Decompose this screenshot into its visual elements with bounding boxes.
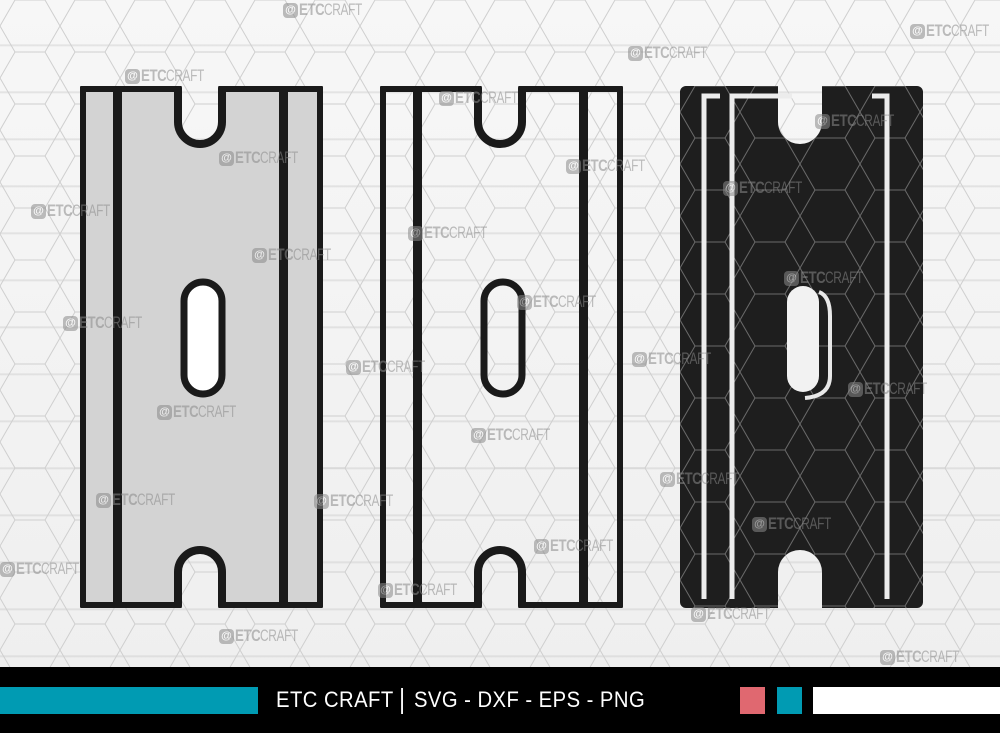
teal-accent-bar [0, 687, 258, 714]
teal-color-swatch [777, 687, 802, 714]
razor-blade-gray [80, 86, 323, 608]
brand-name: ETC CRAFT [276, 687, 394, 712]
razor-blade-black [680, 86, 923, 608]
file-formats: SVG - DXF - EPS - PNG [413, 687, 646, 712]
divider [401, 688, 403, 715]
footer-banner: ETC CRAFT SVG - DXF - EPS - PNG [0, 667, 1000, 733]
pink-color-swatch [740, 687, 765, 714]
footer-caption: ETC CRAFT SVG - DXF - EPS - PNG [276, 685, 645, 715]
razor-blade-outline [380, 86, 623, 608]
white-accent-bar [813, 687, 1000, 714]
